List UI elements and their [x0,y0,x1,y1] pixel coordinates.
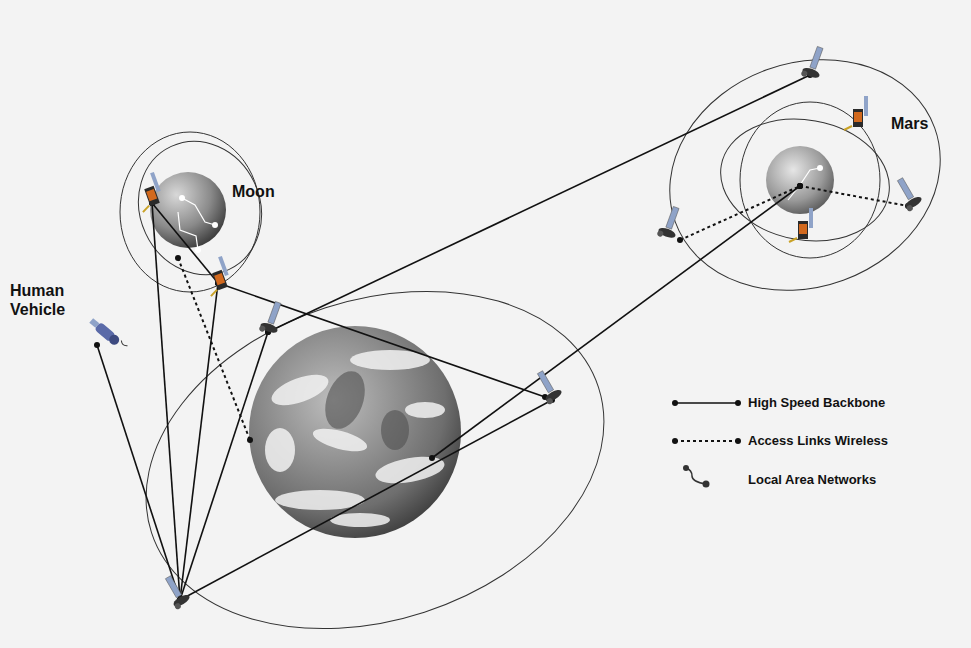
legend-samples [672,400,741,488]
backbone-link [265,72,813,335]
satellite-icon [532,368,564,406]
body-label: Mars [891,114,961,133]
node-label: Mars [891,114,961,133]
backbone-link [149,200,183,603]
links [94,72,911,603]
legend-sample [683,465,710,488]
body-label: Human Vehicle [10,281,105,319]
backbone-link [177,329,271,603]
satellite-icon [656,204,684,241]
body-label: Moon [232,182,302,201]
moon-sphere [150,172,226,248]
backbone-link [215,280,548,400]
moon-orbit [120,132,260,292]
satellite-icon [258,299,286,336]
mars-orbit [637,23,971,328]
orbits [102,23,971,648]
backbone-link [429,183,803,461]
satellite-icon [199,256,233,296]
satellite-icon [160,573,192,611]
satellite-icon [88,317,128,353]
local-area-network [178,168,820,250]
node-label: Human Vehicle [10,281,105,319]
node-label: Moon [232,182,302,201]
moon-orbit [117,121,283,295]
legend-sample [672,438,741,444]
legend-text: Local Area Networks [748,472,876,488]
satellite-icon [892,175,924,213]
mars-orbit [740,102,880,258]
backbone-link [149,200,221,286]
satellite-icon [844,96,868,130]
backbone-link [177,280,221,603]
backbone-link [94,342,183,603]
satellites [88,44,924,610]
legend-text: Access Links Wireless [748,433,888,449]
backbone-link [177,397,555,603]
access-link [677,183,803,243]
satellite-icon [800,44,828,81]
access-link [175,255,253,443]
legend-text: High Speed Backbone [748,395,885,411]
satellite-icon [131,172,165,212]
legend-sample [672,400,741,406]
earth-orbit [102,235,648,648]
access-link [797,183,911,209]
satellite-icon [789,208,813,242]
